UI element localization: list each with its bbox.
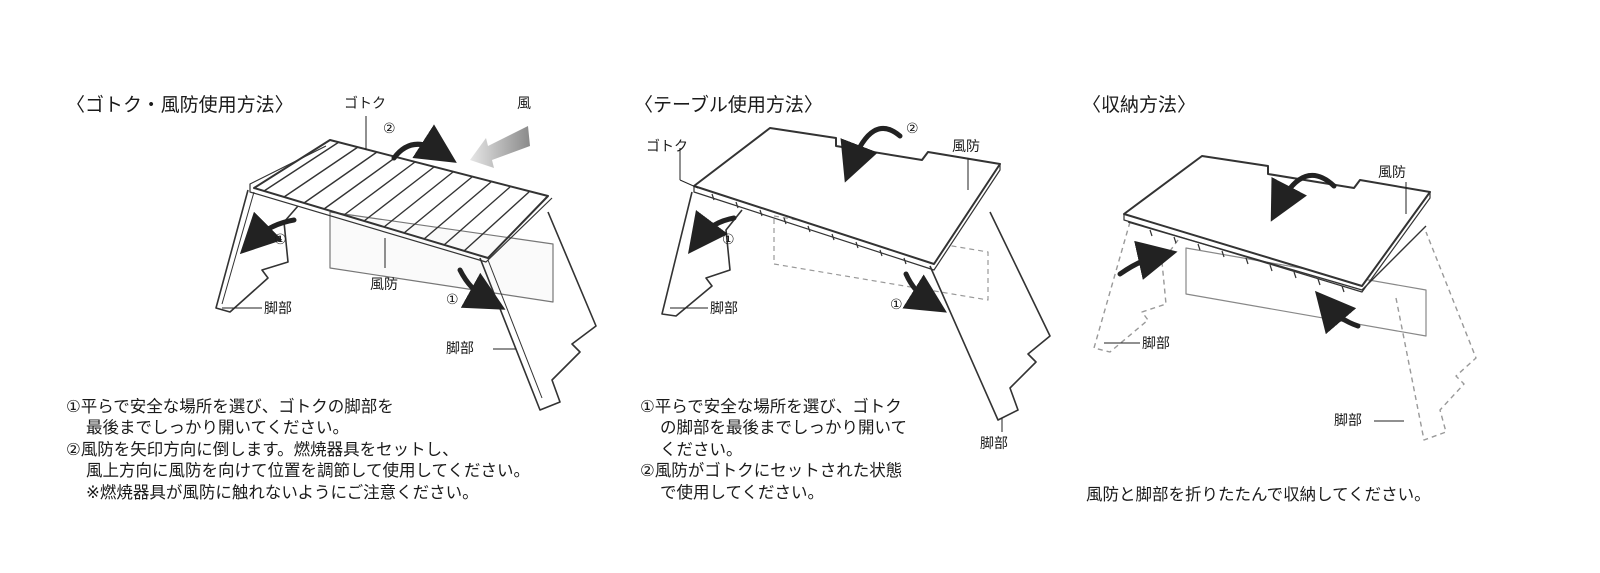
arrow-open-left-leg bbox=[239, 211, 297, 255]
right-leg-dashed bbox=[1395, 231, 1477, 441]
grill-frame bbox=[253, 139, 549, 259]
storage-leader-lines bbox=[1104, 182, 1407, 422]
instruction-line: ②風防を矢印方向に倒します。燃焼器具をセットし、 bbox=[66, 439, 459, 459]
instruction-line: ※燃焼器具が風防に触れないようにご注意ください。 bbox=[86, 482, 479, 502]
legs-left-label: 脚部 bbox=[1142, 336, 1170, 352]
right-leg bbox=[929, 211, 1051, 421]
windscreen-label: 風防 bbox=[952, 139, 980, 155]
instruction-line: ください。 bbox=[660, 439, 743, 459]
gotoku-label: ゴトク bbox=[646, 139, 688, 155]
wind-label: 風 bbox=[517, 96, 531, 112]
arrow-fold-left-leg bbox=[1117, 240, 1178, 280]
windscreen-label: 風防 bbox=[1378, 165, 1406, 181]
grill-usage-title: 〈ゴトク・風防使用方法〉 bbox=[66, 94, 294, 116]
instruction-line: ①平らで安全な場所を選び、ゴトク bbox=[640, 397, 902, 416]
arrow-open-right-leg bbox=[457, 267, 506, 310]
arrow-open-left-leg bbox=[687, 209, 737, 254]
table-illustration bbox=[661, 127, 1051, 421]
instruction-line: 風防と脚部を折りたたんで収納してください。 bbox=[1086, 485, 1431, 504]
windscreen-label: 風防 bbox=[370, 277, 398, 293]
grill-action-arrows bbox=[239, 124, 506, 310]
step-1-right-marker: ① bbox=[446, 292, 459, 308]
legs-right-label: 脚部 bbox=[446, 341, 474, 357]
step-1-left-marker: ① bbox=[722, 232, 735, 248]
storage-method-title: 〈収納方法〉 bbox=[1082, 94, 1197, 116]
instruction-line: ②風防がゴトクにセットされた状態 bbox=[640, 461, 903, 481]
right-leg bbox=[479, 211, 597, 411]
step-1-left-marker: ① bbox=[274, 232, 287, 248]
arrow-fold-right-leg bbox=[1314, 290, 1361, 335]
arrow-fold-windscreen bbox=[391, 124, 457, 163]
arrow-windscreen-onto-table bbox=[840, 125, 903, 183]
wind-arrow bbox=[470, 126, 530, 168]
table-instructions: ①平らで安全な場所を選び、ゴトク の脚部を最後までしっかり開いて ください。 ②… bbox=[640, 396, 907, 503]
table-usage-title: 〈テーブル使用方法〉 bbox=[634, 94, 823, 116]
instruction-line: 風上方向に風防を向けて位置を調節して使用してください。 bbox=[86, 461, 531, 481]
instruction-line: ①平らで安全な場所を選び、ゴトクの脚部を bbox=[66, 397, 394, 416]
instruction-line: 最後までしっかり開いてください。 bbox=[86, 418, 350, 438]
legs-left-label: 脚部 bbox=[264, 301, 292, 317]
step-1-right-marker: ① bbox=[890, 297, 903, 313]
table-leader-lines bbox=[670, 148, 1003, 432]
left-leg bbox=[661, 191, 743, 317]
arrow-fold-windscreen bbox=[1270, 173, 1337, 222]
storage-instructions: 風防と脚部を折りたたんで収納してください。 bbox=[1086, 484, 1431, 505]
table-board bbox=[693, 127, 1001, 265]
grill-illustration bbox=[215, 126, 597, 411]
instruction-line: で使用してください。 bbox=[660, 482, 825, 502]
legs-right-label: 脚部 bbox=[1334, 413, 1362, 429]
step-2-marker: ② bbox=[906, 121, 919, 137]
left-leg bbox=[215, 189, 299, 313]
instruction-line: の脚部を最後までしっかり開いて bbox=[660, 418, 908, 438]
step-2-marker: ② bbox=[383, 121, 396, 137]
grill-leader-lines bbox=[222, 116, 516, 350]
grill-instructions: ①平らで安全な場所を選び、ゴトクの脚部を 最後までしっかり開いてください。 ②風… bbox=[66, 396, 530, 503]
arrow-open-right-leg bbox=[902, 271, 947, 313]
legs-left-label: 脚部 bbox=[710, 301, 738, 317]
gotoku-label: ゴトク bbox=[344, 96, 386, 112]
storage-action-arrows bbox=[1117, 173, 1361, 335]
left-leg-dashed bbox=[1093, 221, 1179, 353]
legs-right-label: 脚部 bbox=[980, 436, 1008, 452]
table-action-arrows bbox=[687, 125, 947, 313]
